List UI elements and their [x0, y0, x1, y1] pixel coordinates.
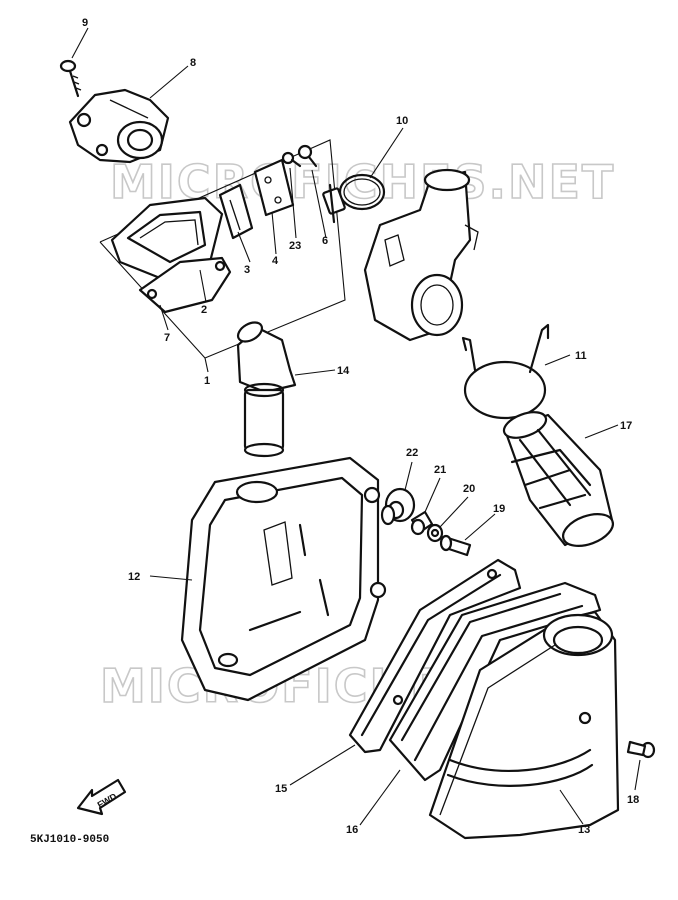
screw-part-6	[297, 144, 318, 168]
filter-element-part-16	[388, 581, 602, 782]
callout-14: 14	[337, 365, 350, 377]
reed-plate-part-3	[218, 183, 254, 240]
callout-13: 13	[578, 824, 590, 836]
callout-9: 9	[82, 17, 88, 29]
callout-8: 8	[190, 57, 196, 69]
screw-part-18	[626, 740, 656, 759]
callout-10: 10	[396, 115, 408, 127]
gasket-part-15	[348, 558, 522, 754]
callout-21: 21	[434, 464, 446, 476]
callout-18: 18	[627, 794, 639, 806]
bolt-part-19	[439, 534, 472, 557]
intake-duct-part-17	[502, 411, 614, 547]
reed-valve-body-part-2	[110, 196, 232, 314]
callout-6: 6	[322, 235, 328, 247]
callout-1: 1	[204, 375, 210, 387]
spring-clamp-part-11	[461, 323, 550, 420]
callout-22: 22	[406, 447, 418, 459]
callout-11: 11	[575, 350, 587, 362]
callout-20: 20	[463, 483, 475, 495]
air-filter-case-part-12	[180, 456, 387, 702]
elbow-joint-part-14	[236, 321, 297, 458]
callout-19: 19	[493, 503, 505, 515]
washer-part-20	[426, 523, 444, 543]
forward-direction-arrow: FWD	[76, 778, 127, 816]
callout-15: 15	[275, 783, 287, 795]
air-filter-cover-part-13	[428, 610, 620, 840]
leader-lines	[71, 27, 641, 826]
collar-part-21	[410, 510, 434, 536]
callout-16: 16	[346, 824, 358, 836]
callout-labels: 9 8 10 11 17 14 22 21 20 19 12 15 16 13 …	[82, 17, 639, 836]
callout-2: 2	[201, 304, 207, 316]
callout-12: 12	[128, 571, 140, 583]
callout-3: 3	[244, 264, 250, 276]
reed-valve-group-bracket	[99, 139, 346, 359]
bolt-part-9	[59, 59, 82, 98]
hose-clamp-part-10	[322, 173, 386, 224]
carburetor-body	[363, 168, 479, 342]
intake-manifold-part-8	[68, 88, 170, 164]
drawing-code: 5KJ1010-9050	[30, 834, 109, 846]
callout-4: 4	[272, 255, 279, 267]
callout-23: 23	[289, 240, 301, 252]
callout-7: 7	[164, 332, 170, 344]
screw-part-23	[281, 151, 302, 168]
callout-17: 17	[620, 420, 632, 432]
grommet-part-22	[380, 487, 416, 526]
